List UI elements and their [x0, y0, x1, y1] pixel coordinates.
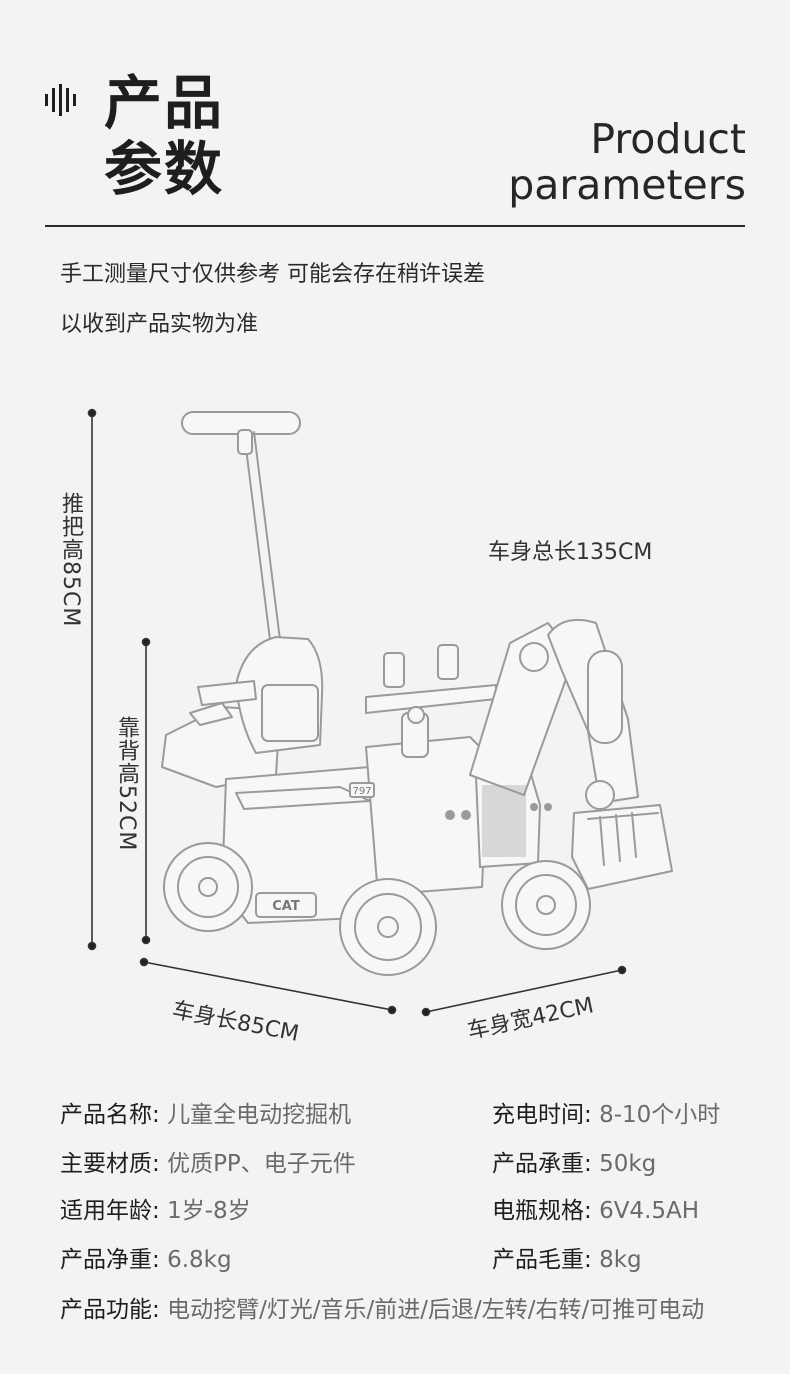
spec-key: 产品名称:: [60, 1102, 160, 1128]
title-cn-line1: 产品: [104, 69, 225, 137]
spec-key: 产品毛重:: [492, 1247, 592, 1273]
total-length-label: 车身总长135CM: [488, 540, 653, 565]
spec-value: 6.8kg: [167, 1247, 232, 1273]
sound-wave-icon: [45, 84, 76, 116]
title-en-line1: Product: [590, 115, 746, 163]
spec-battery: 电瓶规格: 6V4.5AH: [492, 1191, 699, 1225]
spec-age-range: 适用年龄: 1岁-8岁: [60, 1191, 251, 1225]
spec-value: 电动挖臂/灯光/音乐/前进/后退/左转/右转/可推可电动: [167, 1297, 705, 1323]
spec-key: 充电时间:: [492, 1102, 592, 1128]
brand-plate-text: CAT: [272, 899, 300, 914]
spec-value: 8-10个小时: [599, 1102, 721, 1128]
title-cn-line2: 参数: [104, 135, 225, 203]
spec-value: 8kg: [599, 1247, 642, 1273]
spec-key: 产品功能:: [60, 1297, 160, 1323]
spec-value: 6V4.5AH: [599, 1198, 700, 1224]
excavator-illustration: 797 CAT: [161, 411, 673, 976]
vehicle-badge-text: 797: [352, 786, 371, 797]
spec-charge-time: 充电时间: 8-10个小时: [492, 1095, 720, 1129]
title-en-line2: parameters: [508, 161, 746, 209]
spec-material: 主要材质: 优质PP、电子元件: [60, 1144, 356, 1178]
handle-height-label: 推把高85CM: [58, 492, 83, 628]
spec-functions: 产品功能: 电动挖臂/灯光/音乐/前进/后退/左转/右转/可推可电动: [60, 1290, 704, 1324]
header-divider: [45, 225, 745, 227]
spec-value: 优质PP、电子元件: [167, 1151, 356, 1177]
spec-key: 适用年龄:: [60, 1198, 160, 1224]
page-title-en: Product parameters: [508, 116, 746, 208]
spec-key: 产品净重:: [60, 1247, 160, 1273]
spec-value: 1岁-8岁: [167, 1198, 251, 1224]
note-line-2: 以收到产品实物为准: [60, 312, 259, 337]
spec-key: 电瓶规格:: [492, 1198, 592, 1224]
spec-value: 50kg: [599, 1151, 657, 1177]
spec-net-weight: 产品净重: 6.8kg: [60, 1240, 232, 1274]
spec-value: 儿童全电动挖掘机: [167, 1102, 352, 1128]
note-line-1: 手工测量尺寸仅供参考 可能会存在稍许误差: [60, 262, 485, 287]
page-title-cn: 产品 参数: [104, 70, 224, 202]
backrest-height-label: 靠背高52CM: [114, 716, 139, 852]
spec-key: 主要材质:: [60, 1151, 160, 1177]
spec-gross-weight: 产品毛重: 8kg: [492, 1240, 642, 1274]
spec-key: 产品承重:: [492, 1151, 592, 1177]
spec-load-capacity: 产品承重: 50kg: [492, 1144, 656, 1178]
spec-product-name: 产品名称: 儿童全电动挖掘机: [60, 1095, 351, 1129]
